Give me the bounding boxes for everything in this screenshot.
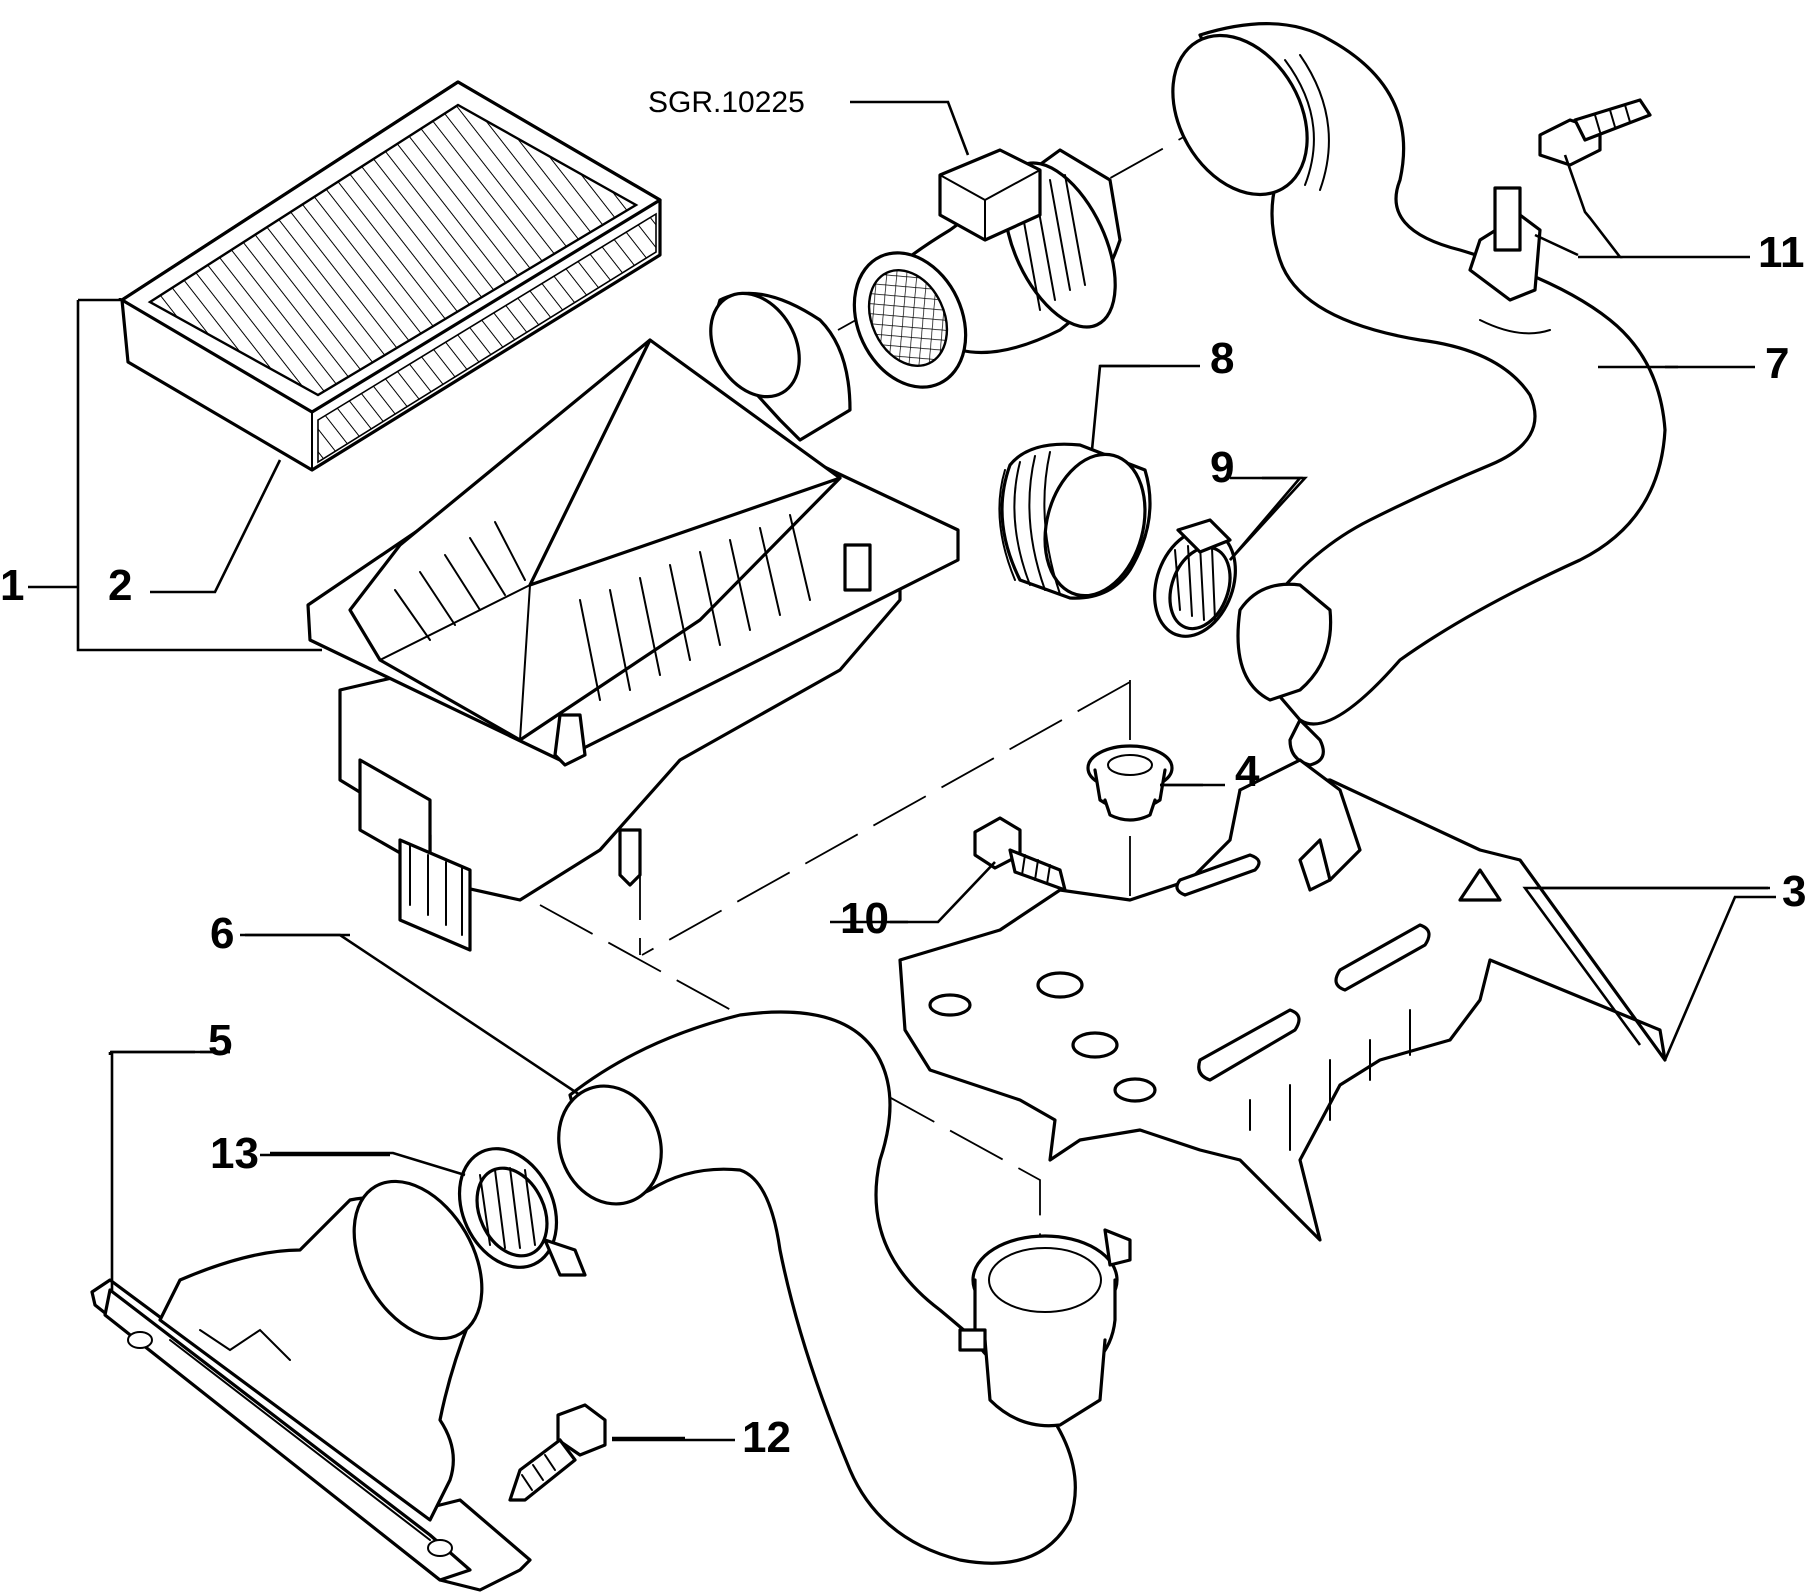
callout-4: 4 — [1235, 747, 1260, 796]
callout-11: 11 — [1758, 228, 1805, 277]
callout-labels: SGR.10225 1 2 3 4 5 6 7 8 9 10 11 12 13 — [0, 86, 1806, 1462]
mass-air-flow-sensor — [852, 148, 1122, 389]
callout-2: 2 — [108, 561, 132, 610]
callout-1: 1 — [0, 561, 24, 610]
air-filter-element — [120, 80, 662, 472]
bolt-12 — [508, 1403, 607, 1502]
air-box-housing — [306, 291, 960, 952]
callout-3: 3 — [1782, 867, 1806, 916]
callout-7: 7 — [1765, 339, 1789, 388]
hose-clamp-13 — [457, 1147, 587, 1277]
bolt-10 — [973, 816, 1067, 892]
intake-duct-hose — [1171, 22, 1667, 767]
callout-8: 8 — [1210, 334, 1234, 383]
reference-code-label: SGR.10225 — [648, 86, 805, 119]
air-inlet-scoop — [90, 1179, 532, 1592]
callout-6: 6 — [210, 909, 234, 958]
lower-intake-hose — [557, 1010, 1132, 1565]
rubber-connector-sleeve — [998, 442, 1152, 600]
mounting-bracket — [898, 758, 1667, 1242]
callout-10: 10 — [840, 894, 889, 943]
callout-12: 12 — [742, 1413, 791, 1462]
hose-clamp-9 — [1153, 518, 1237, 638]
callout-9: 9 — [1210, 443, 1234, 492]
callout-5: 5 — [208, 1016, 232, 1065]
rubber-grommet — [1086, 744, 1174, 822]
bolt-11 — [1538, 98, 1652, 167]
label-stubs — [110, 255, 1770, 1442]
callout-13: 13 — [210, 1129, 259, 1178]
